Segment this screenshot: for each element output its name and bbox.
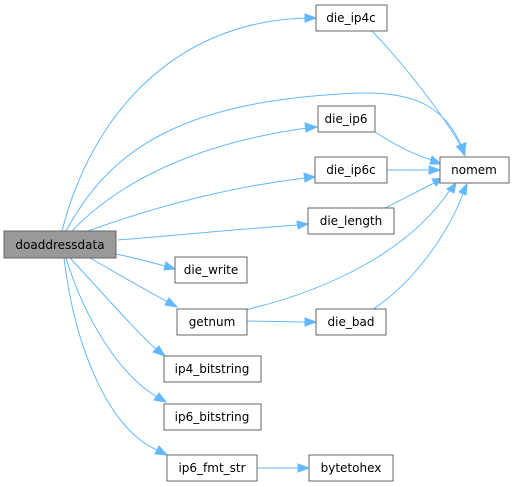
- arrowhead-ip4_bitstring: [152, 345, 167, 357]
- edge-doaddressdata-die_ip6c: [87, 177, 306, 232]
- arrowhead-ip6_bitstring: [153, 392, 168, 403]
- node-die_write[interactable]: die_write: [174, 256, 248, 284]
- edge-getnum-die_bad: [246, 320, 306, 323]
- arrowhead-nomem-from-die_ip4c: [456, 142, 466, 157]
- node-ip4_bitstring[interactable]: ip4_bitstring: [163, 355, 262, 383]
- node-label-nomem: nomem: [451, 163, 497, 177]
- node-bytetohex[interactable]: bytetohex: [308, 454, 394, 482]
- arrowhead-nomem-from-die_bad: [458, 182, 468, 196]
- arrowhead-bytetohex: [297, 463, 311, 473]
- node-label-bytetohex: bytetohex: [321, 461, 382, 475]
- edges: [61, 13, 468, 473]
- node-ip6_fmt_str[interactable]: ip6_fmt_str: [166, 454, 258, 482]
- edge-doaddressdata-ip6_bitstring: [65, 257, 158, 398]
- edge-die_bad-nomem: [371, 193, 464, 311]
- arrowhead-die_write: [163, 261, 177, 271]
- node-label-ip6_fmt_str: ip6_fmt_str: [178, 461, 245, 475]
- arrowhead-getnum: [164, 297, 179, 308]
- edge-getnum-nomem: [244, 189, 451, 311]
- node-label-ip4_bitstring: ip4_bitstring: [175, 362, 250, 376]
- edge-die_ip6-nomem: [374, 131, 433, 161]
- node-ip6_bitstring[interactable]: ip6_bitstring: [163, 403, 262, 431]
- edge-doaddressdata-die_length: [117, 224, 299, 241]
- node-die_ip6c[interactable]: die_ip6c: [314, 156, 388, 184]
- node-die_ip6[interactable]: die_ip6: [317, 105, 376, 133]
- node-nomem[interactable]: nomem: [439, 156, 510, 184]
- arrowhead-nomem-from-die_ip6c: [428, 165, 442, 175]
- node-label-die_length: die_length: [320, 214, 383, 228]
- arrowhead-die_ip6: [304, 122, 319, 133]
- arrowhead-ip6_fmt_str: [154, 445, 169, 456]
- node-getnum[interactable]: getnum: [176, 308, 248, 336]
- node-label-die_ip6c: die_ip6c: [326, 163, 376, 177]
- edge-die_ip4c-nomem: [371, 30, 462, 147]
- edge-doaddressdata-die_ip4c: [61, 17, 307, 232]
- arrowhead-nomem-from-die_ip6: [429, 155, 443, 165]
- node-label-die_write: die_write: [184, 263, 239, 277]
- node-label-die_ip4c: die_ip4c: [326, 11, 376, 25]
- node-die_length[interactable]: die_length: [307, 207, 395, 235]
- edge-doaddressdata-ip6_fmt_str: [63, 257, 158, 451]
- arrowhead-die_ip6c: [303, 172, 317, 183]
- arrowhead-die_bad: [304, 317, 318, 327]
- edge-doaddressdata-ip4_bitstring: [69, 257, 158, 351]
- arrowhead-nomem-from-getnum: [446, 181, 457, 194]
- node-label-doaddressdata: doaddressdata: [15, 238, 104, 252]
- node-label-die_ip6: die_ip6: [325, 112, 368, 126]
- node-label-getnum: getnum: [189, 315, 236, 329]
- node-die_bad[interactable]: die_bad: [315, 308, 387, 336]
- edge-doaddressdata-die_write: [115, 253, 166, 267]
- node-die_ip4c[interactable]: die_ip4c: [315, 4, 388, 32]
- edge-die_length-nomem: [384, 182, 435, 209]
- edge-doaddressdata-getnum: [89, 257, 169, 303]
- node-doaddressdata[interactable]: doaddressdata: [3, 230, 117, 259]
- node-label-ip6_bitstring: ip6_bitstring: [175, 410, 250, 424]
- arrowhead-die_length: [296, 220, 310, 230]
- edge-doaddressdata-nomem: [65, 92, 462, 232]
- edge-doaddressdata-die_ip6: [71, 127, 308, 232]
- node-label-die_bad: die_bad: [328, 315, 375, 329]
- arrowhead-die_ip4c: [304, 13, 318, 23]
